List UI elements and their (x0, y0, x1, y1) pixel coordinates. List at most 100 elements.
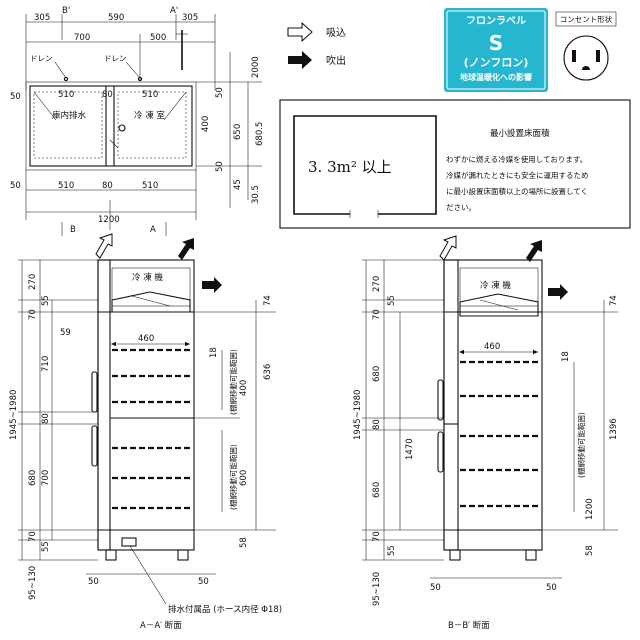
plan-room-drain: 庫内排水 (52, 110, 87, 121)
section-b-unit-label: 冷 凍 機 (480, 280, 511, 291)
section-b-dim-total: 1945~1980 (353, 390, 363, 440)
section-a-drawing: 冷 凍 機 1945~1980 270 55 70 59 71 (9, 233, 282, 631)
notice-line-4: ださい。 (446, 203, 476, 212)
outlet-socket-icon (563, 35, 609, 81)
section-a-dim-55-bottom: 55 (41, 541, 51, 552)
section-a-bottom-50-right: 50 (198, 577, 209, 587)
section-a-dim-59: 59 (60, 328, 71, 338)
section-a-dim-58: 58 (239, 537, 249, 548)
notice-line-3: に最小設置床面積以上の場所に設置してく (446, 186, 588, 196)
section-b-dim-80: 80 (372, 419, 382, 430)
section-b-dim-270: 270 (372, 276, 382, 292)
plan-room-freezer: 冷 凍 室 (134, 110, 165, 121)
min-floor-area-notice: 3. 3m² 以上 最小設置床面積 わずかに燃える冷媒を使用しております。 冷媒… (279, 99, 631, 229)
section-b-side-exhaust-icon (548, 284, 568, 300)
plan-dim-305-right: 305 (182, 13, 198, 23)
exhaust-arrow-icon (288, 51, 312, 69)
outlet-title: コンセント形状 (560, 14, 613, 24)
section-a-unit-label: 冷 凍 機 (132, 272, 163, 283)
section-a-dim-700: 700 (41, 470, 51, 486)
plan-dim-50-r2: 50 (215, 161, 225, 172)
section-b-dim-680-bottom: 680 (372, 482, 382, 498)
plan-view: 305 590 305 B' A' 700 500 ドレン ドレン 庫内排水 冷… (10, 6, 265, 236)
badge-sub: (ノンフロン) (464, 56, 529, 69)
section-a-dim-600: 600 (239, 470, 249, 486)
plan-side-50-bottom: 50 (10, 181, 21, 191)
plan-mark-bprime: B' (62, 6, 70, 16)
section-b-exhaust-icon (526, 240, 542, 262)
plan-bottom-80: 80 (102, 181, 113, 191)
plan-dim-680-5: 680.5 (255, 122, 265, 146)
section-a-dim-74: 74 (263, 295, 273, 306)
notice-line-1: わずかに燃える冷媒を使用しております。 (446, 154, 587, 164)
legend-intake-label: 吸込 (326, 27, 346, 39)
notice-area-value: 3. 3m² 以上 (308, 158, 392, 176)
plan-mark-aprime: A' (170, 6, 178, 16)
section-a-dim-55-top: 55 (41, 295, 51, 306)
section-a-dim-total: 1945~1980 (9, 390, 19, 440)
section-b-dim-55-top: 55 (387, 295, 397, 306)
airflow-legend: 吸込 吹出 (287, 21, 346, 69)
section-b-dim-18: 18 (561, 351, 571, 362)
plan-mark-a: A (150, 225, 156, 235)
section-a-side-exhaust-icon (202, 277, 222, 293)
section-b-range-label: (棚網移動可能範囲) (576, 412, 586, 478)
plan-inner-80-top: 80 (102, 90, 113, 100)
plan-dim-2000: 2000 (251, 56, 261, 78)
badge-grade: S (489, 31, 503, 55)
intake-arrow-icon (287, 21, 313, 43)
plan-dim-400: 400 (201, 116, 211, 132)
section-a-hose-note: 排水付属品 (ホース内径 Φ18) (168, 604, 282, 615)
section-b-shelf-width: 460 (484, 342, 500, 352)
badge-title: フロンラベル (466, 15, 526, 27)
badge-caption: 地球温暖化への影響 (460, 72, 532, 82)
section-b-bottom-50-right: 50 (546, 583, 557, 593)
section-a-dim-710: 710 (41, 356, 51, 372)
section-a-dim-95-130: 95~130 (28, 566, 38, 600)
section-a-dim-70-bottom: 70 (28, 531, 38, 542)
section-a-dim-70-top: 70 (28, 309, 38, 320)
notice-line-2: 冷媒が漏れたときにも安全に運用するため (446, 170, 589, 180)
plan-dim-500: 500 (150, 33, 166, 43)
section-a-bottom-50-left: 50 (88, 577, 99, 587)
section-b-drawing: 冷 凍 機 1945~1980 270 55 70 680 80 1470 68… (353, 235, 619, 631)
notice-title: 最小設置床面積 (490, 128, 550, 139)
section-a-range-lower: (棚網移動可能範囲) (228, 444, 238, 510)
section-a-intake-icon (95, 233, 113, 259)
section-b-intake-icon (439, 235, 457, 261)
section-b-dim-1470: 1470 (405, 438, 415, 460)
section-b-dim-70-top: 70 (372, 309, 382, 320)
section-a-caption: A－A′ 断面 (140, 620, 182, 631)
plan-dim-50-r1: 50 (215, 87, 225, 98)
flon-label-badge: フロンラベル S (ノンフロン) 地球温暖化への影響 (444, 8, 548, 92)
plan-dim-650: 650 (233, 124, 243, 140)
section-a-dim-400: 400 (239, 380, 249, 396)
plan-dim-30-5: 30.5 (251, 185, 261, 204)
section-b-dim-70-bottom: 70 (372, 531, 382, 542)
plan-drain-left: ドレン (30, 54, 53, 63)
section-b-caption: B－B′ 断面 (448, 620, 490, 631)
plan-bottom-510-left: 510 (58, 181, 74, 191)
section-b-dim-74: 74 (609, 295, 619, 306)
section-b-dim-95-130: 95~130 (372, 572, 382, 606)
plan-width-1200: 1200 (98, 215, 120, 225)
section-a-dim-80: 80 (41, 413, 51, 424)
plan-inner-510-right: 510 (142, 90, 158, 100)
plan-dim-700: 700 (74, 33, 90, 43)
plan-bottom-510-right: 510 (142, 181, 158, 191)
section-a-dim-680: 680 (28, 470, 38, 486)
section-a-exhaust-icon (178, 238, 194, 260)
section-a-dim-270: 270 (28, 274, 38, 290)
plan-mark-b: B (70, 225, 76, 235)
plan-dim-305-left: 305 (34, 13, 50, 23)
section-b-dim-1396: 1396 (609, 418, 619, 440)
section-b-bottom-50-left: 50 (430, 583, 441, 593)
section-a-shelf-width: 460 (138, 334, 154, 344)
plan-dim-45: 45 (233, 179, 243, 190)
section-b-dim-58: 58 (585, 545, 595, 556)
section-b-dim-55-bottom: 55 (387, 545, 397, 556)
section-a-range-upper: (棚網移動可能範囲) (228, 349, 238, 415)
plan-drain-right: ドレン (104, 54, 127, 63)
plan-dim-590: 590 (108, 13, 124, 23)
